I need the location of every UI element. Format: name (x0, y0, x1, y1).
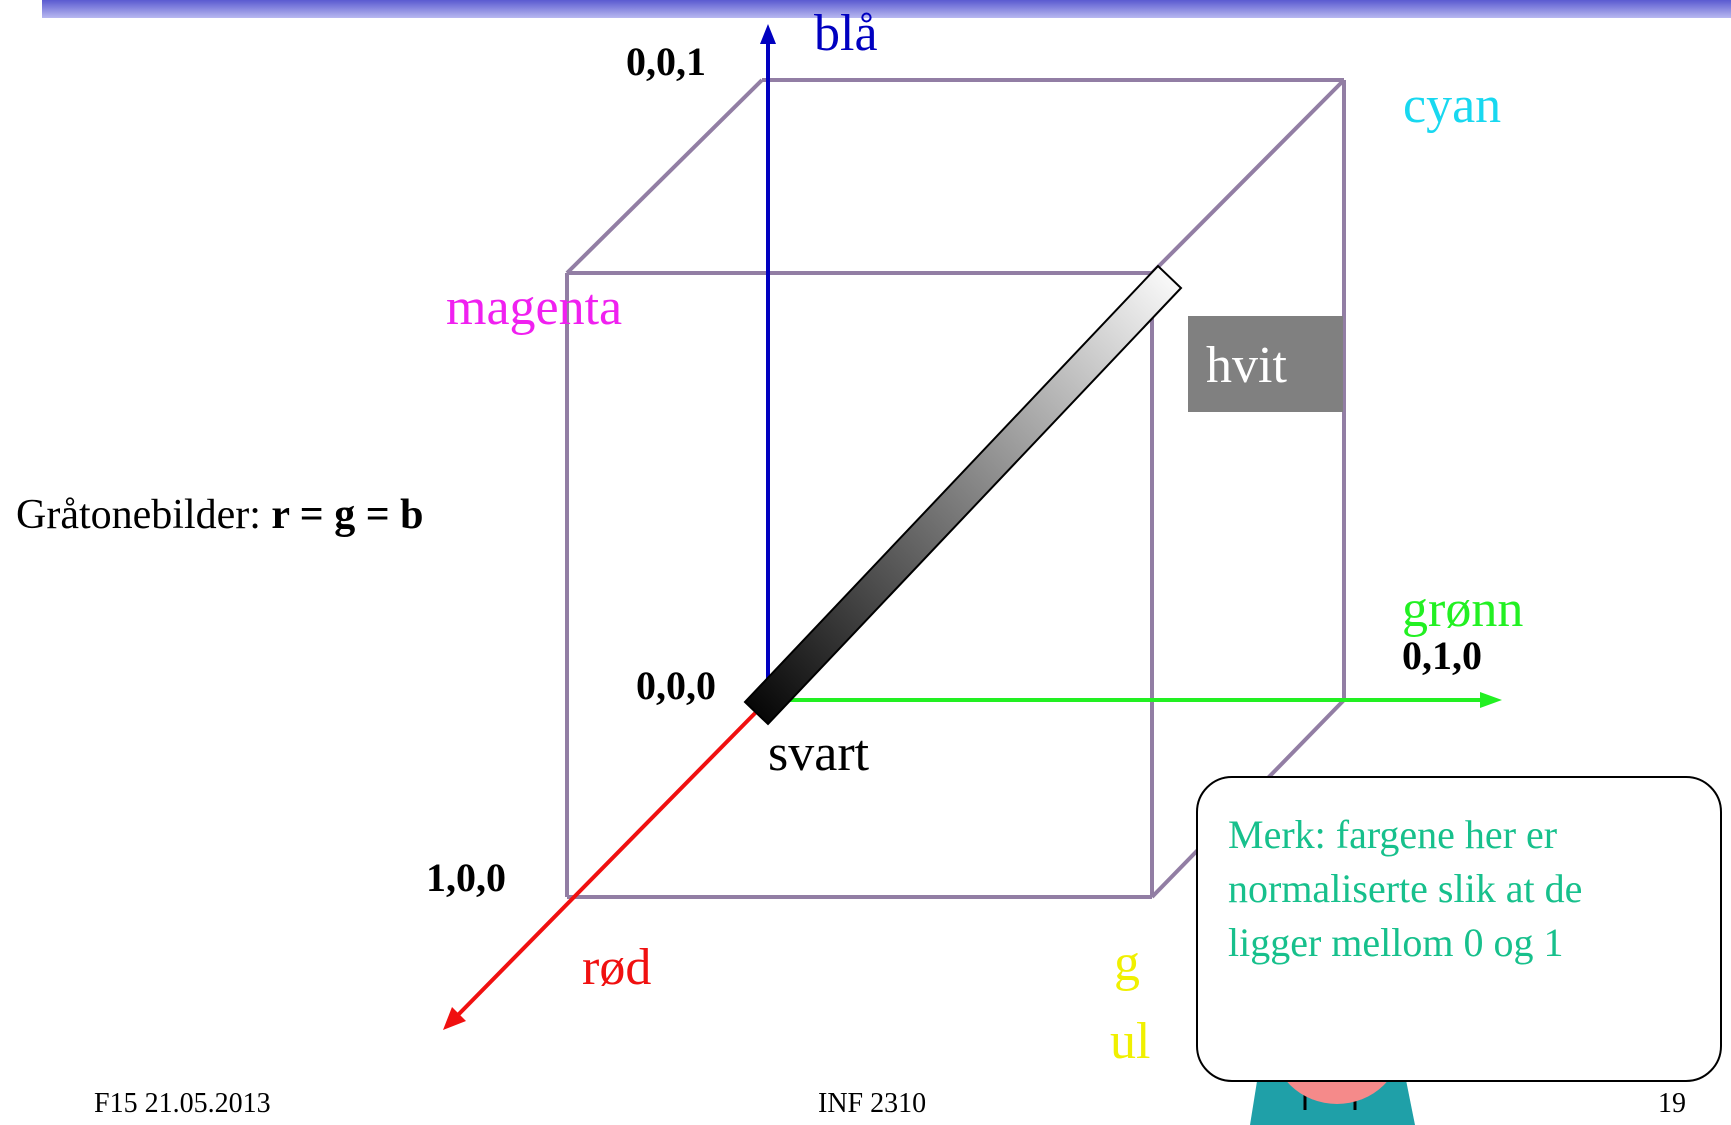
note-line: normaliserte slik at de (1228, 866, 1583, 911)
header-bar (42, 0, 1731, 18)
red-coordinate-label: 1,0,0 (426, 855, 506, 900)
footer-date: F15 21.05.2013 (94, 1088, 271, 1119)
green-axis-arrowhead (1480, 692, 1502, 708)
grayscale-diagonal-bar (743, 264, 1183, 726)
green-axis-label: grønn (1402, 581, 1524, 638)
origin-coordinate-label: 0,0,0 (636, 663, 716, 708)
red-axis-label: rød (582, 939, 652, 996)
footer-course: INF 2310 (818, 1088, 927, 1119)
white-corner-box (1188, 316, 1343, 412)
cube-edge-top-left (565, 78, 764, 275)
note-line: ligger mellom 0 og 1 (1228, 920, 1564, 965)
white-corner-label: hvit (1206, 337, 1287, 394)
grayscale-formula: r = g = b (271, 492, 424, 538)
cube-edge-top-right (1150, 78, 1346, 275)
magenta-corner-label: magenta (446, 279, 623, 336)
note-line: Merk: fargene her er (1228, 812, 1558, 857)
grayscale-caption: Gråtonebilder: r = g = b (16, 494, 424, 536)
blue-axis-arrowhead (760, 24, 776, 44)
note-text: Merk: fargene her er normaliserte slik a… (1228, 808, 1698, 970)
blue-coordinate-label: 0,0,1 (626, 39, 706, 84)
red-axis (453, 698, 770, 1020)
blue-axis-label: blå (814, 5, 878, 62)
green-coordinate-label: 0,1,0 (1402, 633, 1482, 678)
grayscale-caption-prefix: Gråtonebilder: (16, 492, 272, 538)
yellow-corner-label-line1: g (1114, 935, 1140, 992)
yellow-corner-label-line2: ul (1110, 1013, 1151, 1070)
footer-page-number: 19 (1658, 1088, 1686, 1119)
black-corner-label: svart (768, 725, 870, 782)
note-callout (1196, 776, 1722, 1082)
red-axis-arrowhead (443, 1007, 466, 1030)
cyan-corner-label: cyan (1403, 77, 1502, 134)
